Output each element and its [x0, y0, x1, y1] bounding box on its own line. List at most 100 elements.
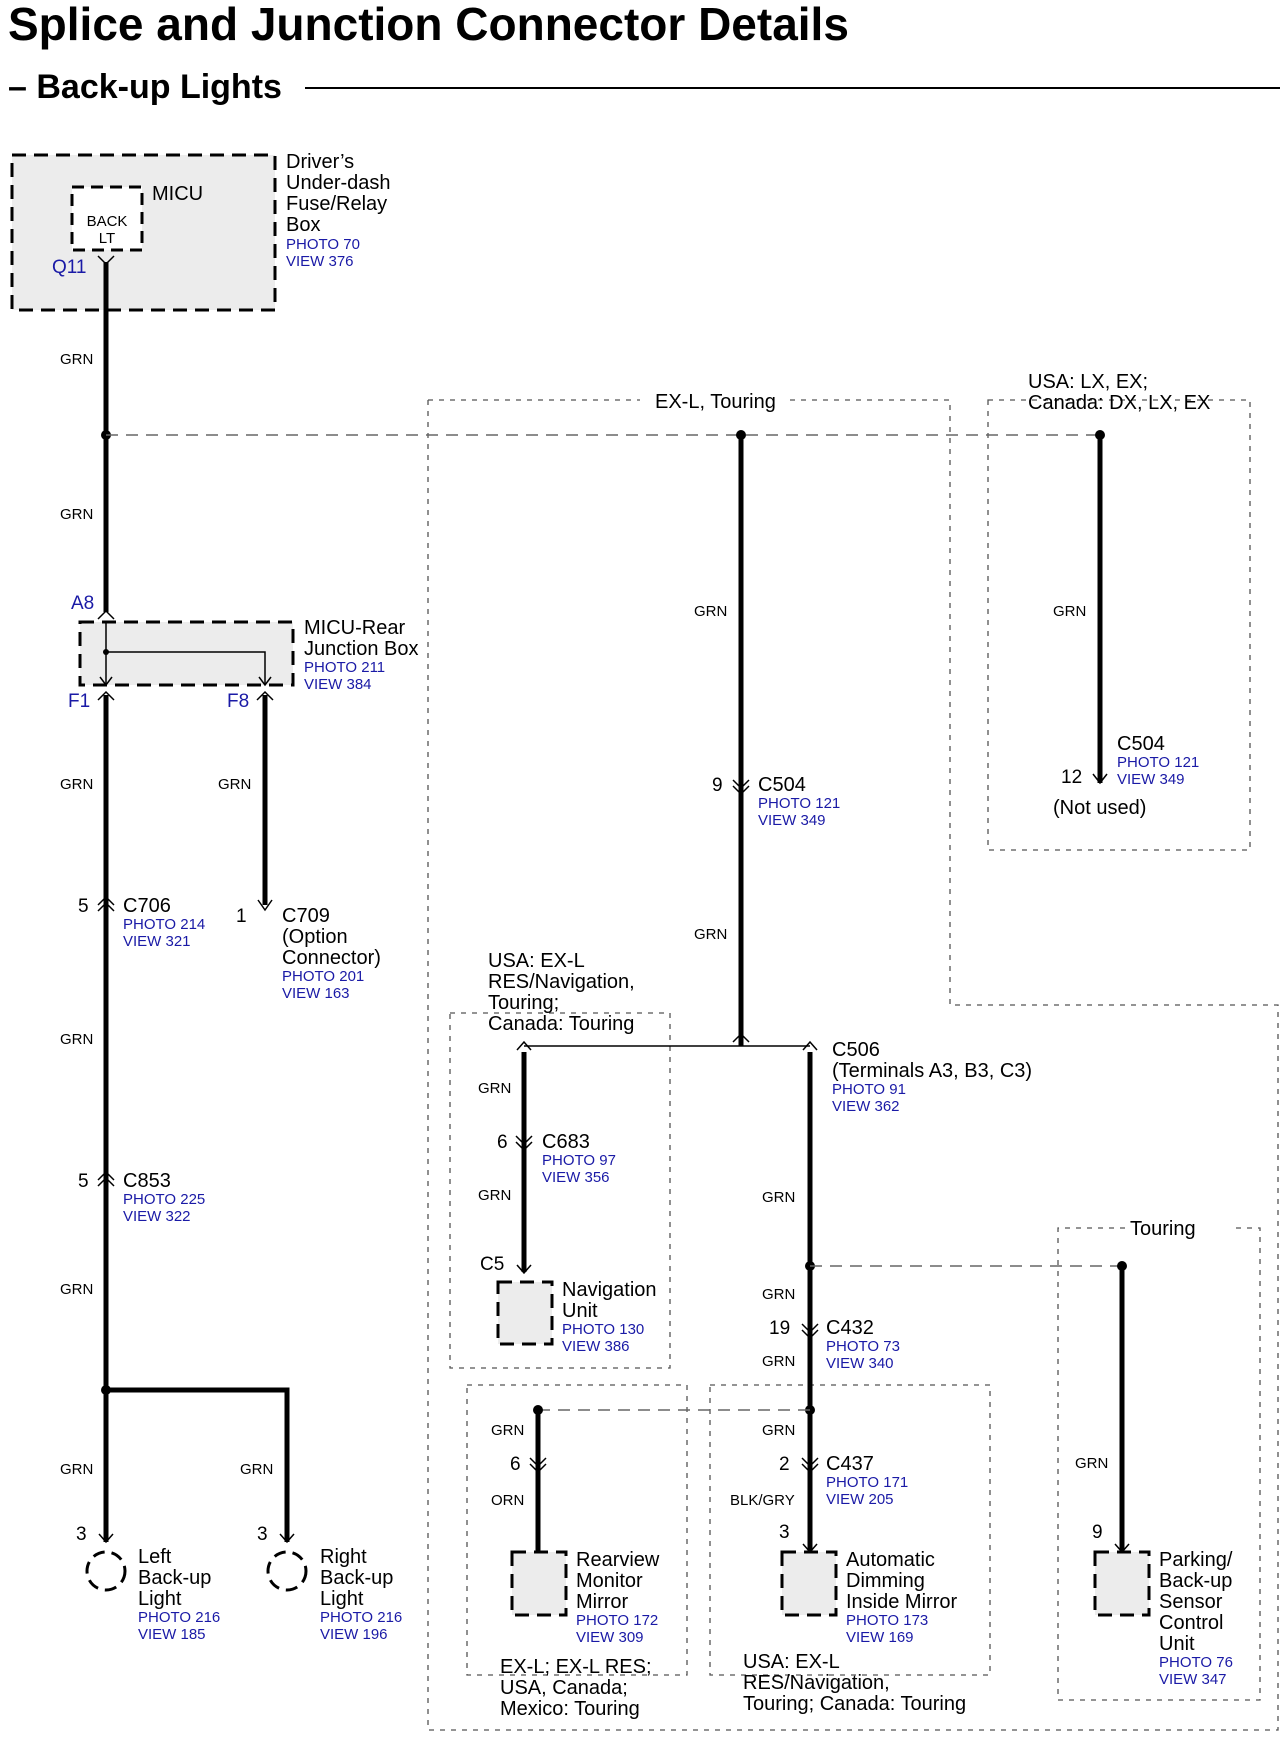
c504a-pin: 9 — [712, 775, 723, 796]
option-region-nav — [449, 1012, 671, 1369]
nav-variant-l3: Touring; — [488, 992, 559, 1014]
left-backup-bulb-icon — [85, 1550, 127, 1592]
rearview-pin: 6 — [510, 1454, 521, 1475]
micu-view: VIEW 376 — [286, 253, 354, 270]
c504b-pin: 12 — [1061, 767, 1082, 788]
c432-name: C432 — [826, 1317, 874, 1339]
left-light-arrow — [98, 1533, 114, 1544]
micu-rear-junction-box — [78, 620, 295, 687]
micu-pin-q11: Q11 — [52, 257, 87, 278]
micu-desc-1: Driver’s — [286, 151, 354, 173]
jb-pin-f8: F8 — [227, 691, 249, 712]
c504b-arrow — [1092, 773, 1108, 785]
c683-name: C683 — [542, 1131, 590, 1153]
auto-dim-pin: 3 — [779, 1522, 790, 1543]
wire-grn-10: GRN — [694, 603, 727, 620]
wire-right-light — [106, 1387, 290, 1542]
right-backup-bulb-icon — [266, 1550, 308, 1592]
back-lt-label-1: BACK — [87, 213, 128, 230]
micu-desc-3: Fuse/Relay — [286, 193, 387, 215]
c853-view: VIEW 322 — [123, 1208, 191, 1225]
parking-l1: Parking/ — [1159, 1549, 1233, 1571]
rearview-photo: PHOTO 172 — [576, 1612, 658, 1629]
wire-grn-4: GRN — [218, 776, 251, 793]
c709-photo: PHOTO 201 — [282, 968, 364, 985]
auto-dim-l2: Dimming — [846, 1570, 925, 1592]
c706-pin: 5 — [78, 896, 89, 917]
wire-blk-gry: BLK/GRY — [730, 1492, 795, 1509]
connector-c504a-symbol — [732, 779, 750, 796]
jb-photo: PHOTO 211 — [304, 659, 385, 676]
option-region-rearview — [466, 1384, 688, 1676]
back-lt-label-2: LT — [99, 230, 115, 247]
wire-grn-2: GRN — [60, 506, 93, 523]
wire-grn-1: GRN — [60, 351, 93, 368]
auto-dim-l3: Inside Mirror — [846, 1591, 957, 1613]
connector-c437-symbol — [801, 1457, 819, 1474]
c506-down-arrow — [802, 1040, 818, 1051]
parking-photo: PHOTO 76 — [1159, 1654, 1233, 1671]
wire-grn-8: GRN — [240, 1461, 273, 1478]
jb-name-1: MICU-Rear — [304, 617, 405, 639]
c506-up-arrow — [732, 1032, 750, 1043]
rearview-l3: Mirror — [576, 1591, 629, 1613]
c506-line2: (Terminals A3, B3, C3) — [832, 1060, 1032, 1082]
variant-label-usa-lx-1: USA: LX, EX; — [1028, 371, 1148, 393]
c432-photo: PHOTO 73 — [826, 1338, 900, 1355]
parking-sensor-unit-box — [1093, 1550, 1151, 1617]
c432-pin: 19 — [769, 1318, 790, 1339]
c709-pin: 1 — [236, 906, 247, 927]
c706-name: C706 — [123, 895, 171, 917]
c504b-photo: PHOTO 121 — [1117, 754, 1199, 771]
wire-grn-6: GRN — [60, 1281, 93, 1298]
back-lt-fuse — [70, 185, 144, 252]
c709-name: C709 — [282, 905, 330, 927]
c437-photo: PHOTO 171 — [826, 1474, 908, 1491]
right-light-pin: 3 — [257, 1524, 268, 1545]
c853-name: C853 — [123, 1170, 171, 1192]
variant-label-exl-touring: EX-L, Touring — [655, 391, 776, 413]
c506-photo: PHOTO 91 — [832, 1081, 906, 1098]
rearview-variant-l3: Mexico: Touring — [500, 1698, 640, 1720]
wire-grn-14: GRN — [762, 1286, 795, 1303]
jb-arrow-f8 — [258, 676, 272, 687]
c504b-view: VIEW 349 — [1117, 771, 1185, 788]
option-region-usa-lx — [987, 399, 1251, 851]
page-title: Splice and Junction Connector Details — [8, 0, 849, 50]
right-light-view: VIEW 196 — [320, 1626, 388, 1643]
nav-variant-l2: RES/Navigation, — [488, 971, 635, 993]
c709-view: VIEW 163 — [282, 985, 350, 1002]
c504a-name: C504 — [758, 774, 806, 796]
wire-grn-5: GRN — [60, 1031, 93, 1048]
wire-orn-nav: GRN — [478, 1187, 511, 1204]
parking-l2: Back-up — [1159, 1570, 1232, 1592]
wire-grn-7: GRN — [60, 1461, 93, 1478]
c437-pin: 2 — [779, 1454, 790, 1475]
c683-pin: 6 — [497, 1132, 508, 1153]
nav-unit-l1: Navigation — [562, 1279, 657, 1301]
wire-grn-16: GRN — [491, 1422, 524, 1439]
jb-pin-a8: A8 — [71, 593, 94, 614]
right-light-l1: Right — [320, 1546, 367, 1568]
pin-arrow-a8 — [97, 609, 115, 620]
wire-grn-11: GRN — [694, 926, 727, 943]
pin-arrow-f8-out — [256, 690, 274, 701]
wire-orn: ORN — [491, 1492, 524, 1509]
parking-l3: Sensor — [1159, 1591, 1223, 1613]
left-light-pin: 3 — [76, 1524, 87, 1545]
jb-view: VIEW 384 — [304, 676, 372, 693]
right-light-arrow — [279, 1533, 295, 1544]
option-region-autodim — [709, 1384, 991, 1676]
left-light-photo: PHOTO 216 — [138, 1609, 220, 1626]
connector-c706-symbol — [97, 895, 115, 912]
c853-pin: 5 — [78, 1171, 89, 1192]
auto-dim-photo: PHOTO 173 — [846, 1612, 928, 1629]
wire-grn-17: GRN — [762, 1422, 795, 1439]
nav-variant-l1: USA: EX-L — [488, 950, 585, 972]
option-region-touring — [1057, 1227, 1261, 1701]
nav-unit-photo: PHOTO 130 — [562, 1321, 644, 1338]
pin-arrow-f1-out — [97, 690, 115, 701]
left-light-view: VIEW 185 — [138, 1626, 206, 1643]
c504a-view: VIEW 349 — [758, 812, 826, 829]
